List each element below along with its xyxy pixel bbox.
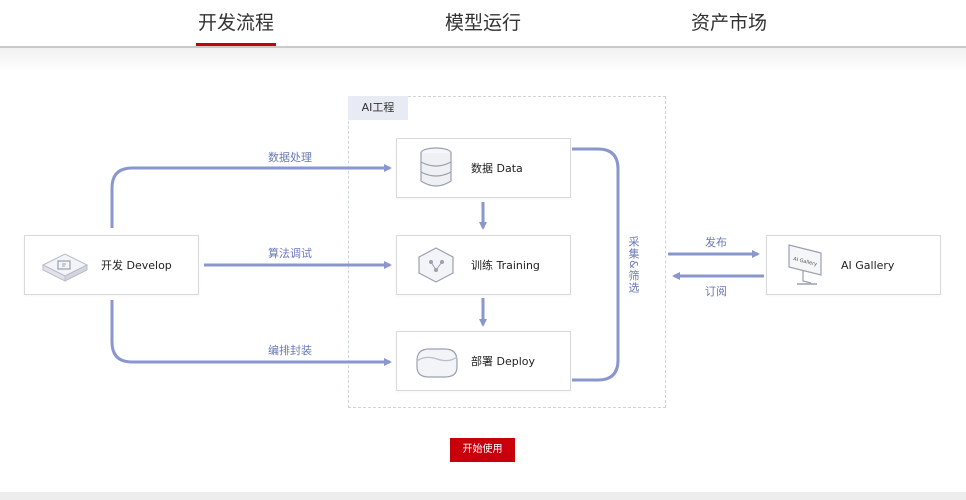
label-publish: 发布 — [705, 236, 727, 249]
data-card[interactable]: 数据 Data — [396, 138, 571, 198]
develop-card[interactable]: 开发 Develop — [24, 235, 199, 295]
start-using-button[interactable]: 开始使用 — [450, 438, 515, 462]
footer-strip — [0, 492, 966, 500]
training-icon — [418, 247, 454, 283]
training-label: 训练 Training — [471, 259, 540, 272]
connector-develop-deploy — [110, 300, 392, 366]
label-collect-filter: 采集&筛选 — [627, 236, 640, 294]
develop-icon — [41, 253, 89, 282]
training-card[interactable]: 训练 Training — [396, 235, 571, 295]
label-subscribe: 订阅 — [705, 285, 727, 298]
data-label: 数据 Data — [471, 162, 523, 175]
ai-gallery-card[interactable]: AI Gallery AI Gallery — [766, 235, 941, 295]
gallery-monitor-icon: AI Gallery — [788, 244, 822, 285]
develop-label: 开发 Develop — [101, 259, 172, 272]
connector-collect-filter — [572, 147, 620, 382]
tab-bar: 开发流程 模型运行 资产市场 — [0, 0, 966, 48]
deploy-icon — [416, 348, 458, 378]
label-algorithm-debug: 算法调试 — [268, 247, 312, 260]
label-data-processing: 数据处理 — [268, 151, 312, 164]
deploy-label: 部署 Deploy — [471, 355, 536, 368]
ai-gallery-label: AI Gallery — [841, 258, 895, 272]
connector-develop-data — [110, 164, 392, 228]
ai-engineering-frame — [348, 96, 666, 408]
gallery-screen-text: AI Gallery — [793, 256, 818, 268]
tab-dev-flow[interactable]: 开发流程 — [196, 0, 276, 46]
database-icon — [420, 147, 452, 187]
ai-engineering-label: AI工程 — [348, 96, 408, 120]
deploy-card[interactable]: 部署 Deploy — [396, 331, 571, 391]
header-shadow — [0, 48, 966, 72]
tab-model-run[interactable]: 模型运行 — [444, 12, 521, 34]
tab-asset-market[interactable]: 资产市场 — [690, 12, 767, 34]
label-orchestrate-package: 编排封装 — [268, 344, 312, 357]
